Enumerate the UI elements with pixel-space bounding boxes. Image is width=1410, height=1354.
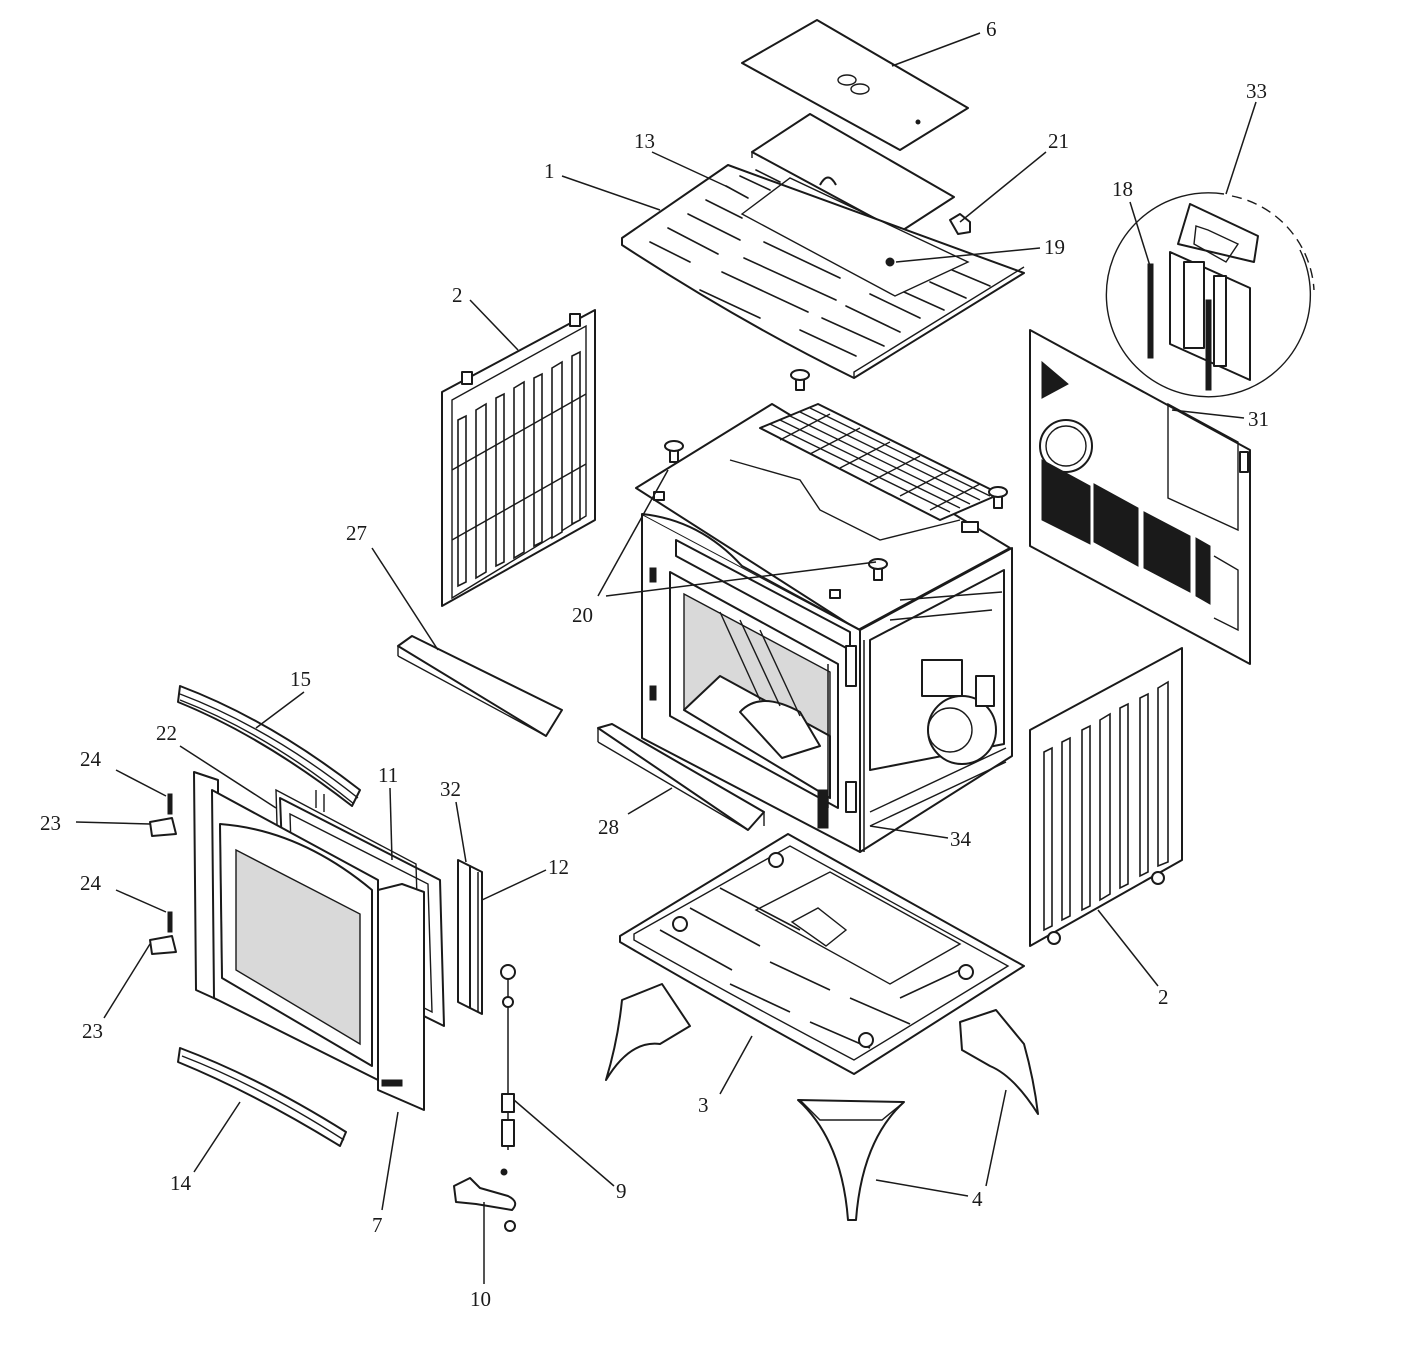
callout-22: 22 xyxy=(156,721,177,745)
part-hinge-lower xyxy=(149,911,177,955)
part-rear-panel xyxy=(1029,329,1251,665)
base-pan-ribs xyxy=(659,887,961,1049)
part-stove-body xyxy=(641,513,1013,853)
callout-21: 21 xyxy=(1048,129,1069,153)
part-latch-handle xyxy=(453,1168,517,1232)
right-panel-slots xyxy=(1043,680,1169,932)
part-leg-left xyxy=(605,983,691,1081)
callout-labels: 1 2 2 3 4 4 6 7 9 10 11 12 13 14 15 18 1… xyxy=(40,17,1269,1311)
part-screw xyxy=(885,257,895,267)
callout-24-lower: 24 xyxy=(80,871,102,895)
callout-18: 18 xyxy=(1112,177,1133,201)
part-top-cover-plate xyxy=(741,19,969,151)
callout-23-lower: 23 xyxy=(82,1019,103,1043)
part-knobs xyxy=(664,369,1008,581)
top-grille-slots xyxy=(649,169,991,357)
callout-23-upper: 23 xyxy=(40,811,61,835)
callout-12: 12 xyxy=(548,855,569,879)
callout-34: 34 xyxy=(950,827,972,851)
callout-13: 13 xyxy=(634,129,655,153)
callout-33: 33 xyxy=(1246,79,1267,103)
part-hinge-upper xyxy=(149,793,177,837)
callout-11: 11 xyxy=(378,763,398,787)
left-panel-slots xyxy=(451,350,587,588)
part-upper-louver xyxy=(177,685,361,812)
part-left-side-panel xyxy=(441,309,596,607)
part-gasket-strip-32 xyxy=(457,859,471,1009)
callout-28: 28 xyxy=(598,815,619,839)
callout-6: 6 xyxy=(986,17,997,41)
part-right-side-panel xyxy=(1029,647,1183,947)
callout-3: 3 xyxy=(698,1093,709,1117)
part-base-pan xyxy=(619,833,1025,1075)
part-lift-tab xyxy=(819,176,837,186)
callout-20: 20 xyxy=(572,603,593,627)
part-top-trim-bracket xyxy=(397,635,563,737)
part-inner-lid-plate xyxy=(751,113,955,233)
callout-31: 31 xyxy=(1248,407,1269,431)
callout-24-upper: 24 xyxy=(80,747,102,771)
callout-9: 9 xyxy=(616,1179,627,1203)
part-rear-bracket xyxy=(949,213,971,235)
detail-inset xyxy=(1105,192,1315,398)
callout-14: 14 xyxy=(170,1171,192,1195)
part-door-frame xyxy=(193,771,425,1111)
callout-19: 19 xyxy=(1044,235,1065,259)
part-gasket-strip-12 xyxy=(469,865,483,1015)
part-leg-front xyxy=(797,1099,905,1221)
callout-15: 15 xyxy=(290,667,311,691)
leader-lines xyxy=(75,32,1257,1284)
part-top-grille xyxy=(621,164,1025,379)
firebox-top-grate xyxy=(769,407,991,513)
part-door-rod xyxy=(500,964,516,1150)
callout-10: 10 xyxy=(470,1287,491,1311)
callout-2-left: 2 xyxy=(452,283,463,307)
part-bottom-rail xyxy=(597,723,765,831)
part-lower-trim xyxy=(177,1047,347,1147)
callout-2-right: 2 xyxy=(1158,985,1169,1009)
rear-panel-vents xyxy=(1039,360,1211,605)
callout-32: 32 xyxy=(440,777,461,801)
part-leg-right xyxy=(959,1009,1039,1115)
callout-7: 7 xyxy=(372,1213,383,1237)
callout-1: 1 xyxy=(544,159,555,183)
callout-27: 27 xyxy=(346,521,367,545)
callout-4-front: 4 xyxy=(972,1187,983,1211)
